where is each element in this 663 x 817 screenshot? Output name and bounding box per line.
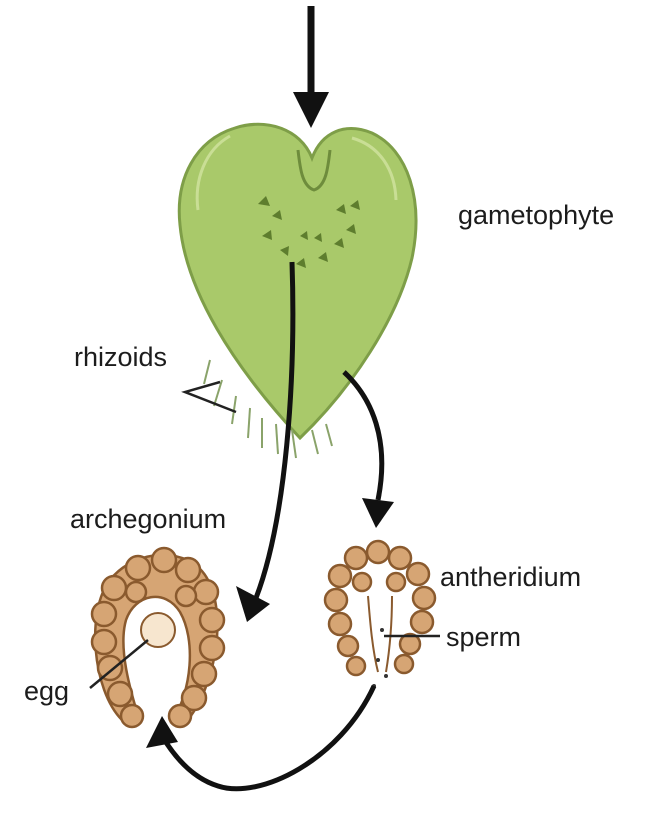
gametophyte-thallus [179, 124, 416, 438]
incoming-arrow [293, 6, 329, 128]
arrow-to-antheridium [344, 372, 394, 528]
label-antheridium: antheridium [440, 562, 581, 592]
label-egg: egg [24, 676, 69, 706]
antheridium-cavity [368, 596, 392, 672]
label-rhizoids: rhizoids [74, 342, 167, 372]
antheridium-organ [325, 541, 435, 675]
fertilization-arrow [146, 686, 374, 789]
rhizoids-pointer [185, 382, 236, 412]
label-gametophyte: gametophyte [458, 200, 614, 230]
label-archegonium: archegonium [70, 504, 226, 534]
label-sperm: sperm [446, 622, 521, 652]
